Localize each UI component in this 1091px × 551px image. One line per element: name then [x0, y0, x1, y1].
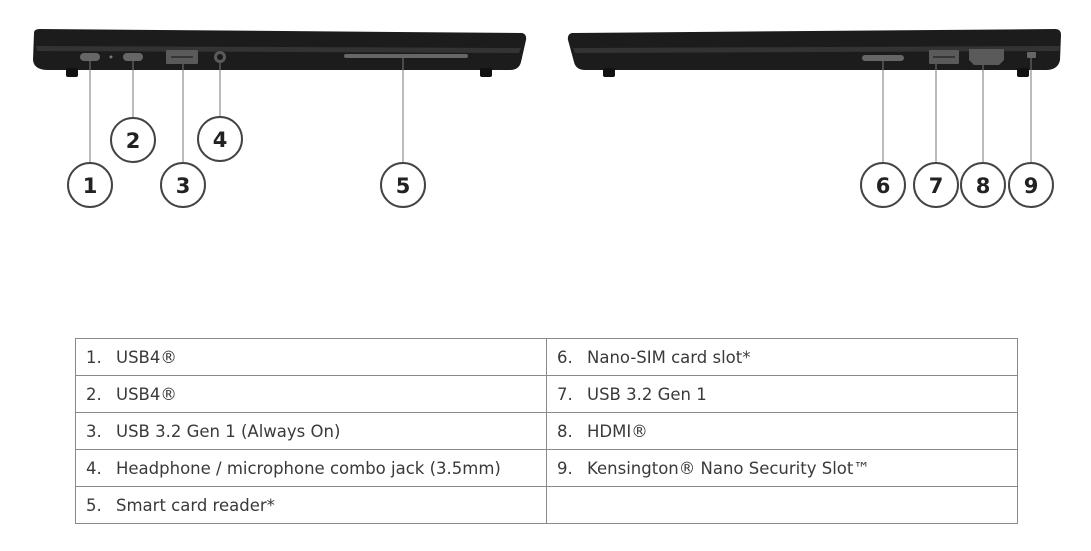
led-indicator — [109, 55, 113, 59]
laptop-right-side — [567, 29, 1061, 162]
port-label: USB 3.2 Gen 1 (Always On) — [116, 421, 341, 441]
port-label: Headphone / microphone combo jack (3.5mm… — [116, 458, 501, 478]
callout-6: 6 — [860, 162, 906, 208]
port-label: Smart card reader* — [116, 495, 275, 515]
port-cell: 3. USB 3.2 Gen 1 (Always On) — [75, 412, 547, 450]
port-cell: 8. HDMI® — [546, 412, 1018, 450]
hdmi-port — [969, 49, 1004, 65]
callout-number: 8 — [976, 174, 991, 198]
port-label: USB4® — [116, 347, 177, 367]
table-row: 3. USB 3.2 Gen 1 (Always On) 8. HDMI® — [75, 412, 1018, 450]
port-label: HDMI® — [587, 421, 648, 441]
port-number: 2. — [86, 384, 102, 404]
table-row: 2. USB4® 7. USB 3.2 Gen 1 — [75, 375, 1018, 413]
port-label: Kensington® Nano Security Slot™ — [587, 458, 870, 478]
callout-number: 1 — [83, 174, 98, 198]
port-number: 8. — [557, 421, 573, 441]
callout-2: 2 — [110, 117, 156, 163]
port-cell: 9. Kensington® Nano Security Slot™ — [546, 449, 1018, 487]
callout-number: 9 — [1024, 174, 1039, 198]
usb4-port-1 — [80, 53, 100, 61]
callout-7: 7 — [913, 162, 959, 208]
port-label: Nano-SIM card slot* — [587, 347, 751, 367]
table-row: 1. USB4® 6. Nano-SIM card slot* — [75, 338, 1018, 376]
callout-3: 3 — [160, 162, 206, 208]
callout-9: 9 — [1008, 162, 1054, 208]
port-number: 3. — [86, 421, 102, 441]
callout-1: 1 — [67, 162, 113, 208]
ports-legend-table: 1. USB4® 6. Nano-SIM card slot* 2. USB4® 7.… — [75, 338, 1018, 524]
port-label: USB4® — [116, 384, 177, 404]
callout-number: 4 — [213, 128, 228, 152]
port-cell — [546, 486, 1018, 524]
nano-sim-slot — [862, 55, 904, 61]
port-cell: 4. Headphone / microphone combo jack (3.5… — [75, 449, 547, 487]
callout-number: 6 — [876, 174, 891, 198]
callout-8: 8 — [960, 162, 1006, 208]
table-row: 5. Smart card reader* — [75, 486, 1018, 524]
port-number: 6. — [557, 347, 573, 367]
port-cell: 1. USB4® — [75, 338, 547, 376]
table-row: 4. Headphone / microphone combo jack (3.5… — [75, 449, 1018, 487]
port-number: 4. — [86, 458, 102, 478]
port-number: 5. — [86, 495, 102, 515]
callout-4: 4 — [197, 116, 243, 162]
laptop-side-views-diagram: 1 2 3 4 5 6 7 8 9 — [33, 29, 1061, 208]
security-slot — [1027, 52, 1036, 58]
callout-number: 5 — [396, 174, 411, 198]
port-number: 7. — [557, 384, 573, 404]
port-number: 9. — [557, 458, 573, 478]
callout-number: 3 — [176, 174, 191, 198]
port-cell: 7. USB 3.2 Gen 1 — [546, 375, 1018, 413]
usb4-port-2 — [123, 53, 143, 61]
smart-card-slot — [344, 54, 468, 58]
port-number: 1. — [86, 347, 102, 367]
laptop-left-side — [33, 29, 527, 162]
callout-5: 5 — [380, 162, 426, 208]
port-cell: 2. USB4® — [75, 375, 547, 413]
port-cell: 5. Smart card reader* — [75, 486, 547, 524]
port-cell: 6. Nano-SIM card slot* — [546, 338, 1018, 376]
port-label: USB 3.2 Gen 1 — [587, 384, 707, 404]
callout-number: 2 — [126, 129, 141, 153]
callout-number: 7 — [929, 174, 944, 198]
